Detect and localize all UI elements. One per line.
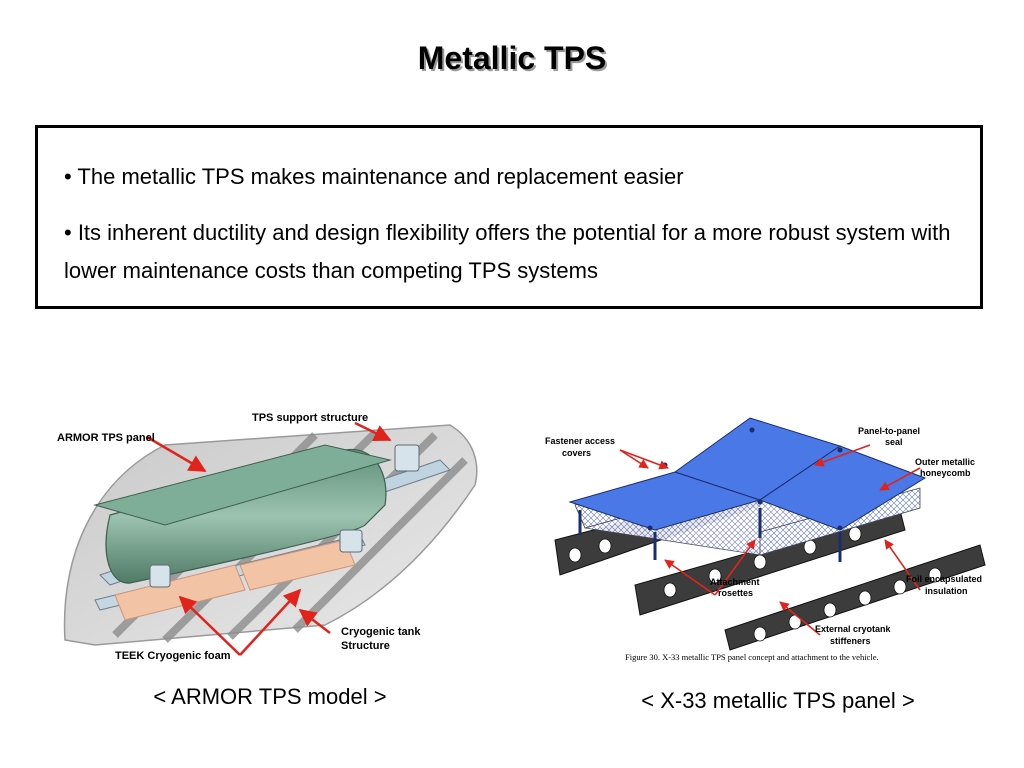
- armor-foam-label: TEEK Cryogenic foam: [115, 650, 231, 662]
- x33-stiffeners-label-line2: stiffeners: [830, 636, 871, 646]
- x33-tps-diagram: Fastener access covers Panel-to-panel se…: [545, 417, 986, 662]
- armor-caption: < ARMOR TPS model >: [153, 684, 387, 709]
- bullet-item: • The metallic TPS makes maintenance and…: [64, 164, 684, 189]
- bullet-box: • The metallic TPS makes maintenance and…: [35, 125, 983, 309]
- x33-honeycomb-label-line1: Outer metallic: [915, 457, 975, 467]
- x33-insulation-label-line1: Foil encapsulated: [906, 574, 982, 584]
- x33-insulation-label-line2: insulation: [925, 586, 968, 596]
- x33-rosettes-label-line2: rosettes: [718, 588, 753, 598]
- armor-tps-diagram: ARMOR TPS panel TPS support structure Cr…: [57, 412, 478, 662]
- x33-figure-caption: Figure 30. X-33 metallic TPS panel conce…: [625, 652, 879, 662]
- x33-tps-figure: Fastener access covers Panel-to-panel se…: [540, 410, 1000, 668]
- armor-panel-label: ARMOR TPS panel: [57, 432, 155, 444]
- slide-title: Metallic TPS: [417, 40, 607, 76]
- x33-fastener-label-line2: covers: [562, 448, 591, 458]
- x33-rosettes-label-line1: Attachment: [710, 577, 760, 587]
- armor-tank-label-line2: Structure: [341, 640, 390, 652]
- x33-seal-label-line2: seal: [885, 437, 903, 447]
- x33-stiffeners-label-line1: External cryotank: [815, 624, 892, 634]
- x33-caption: < X-33 metallic TPS panel >: [641, 688, 915, 713]
- bullet-item: • Its inherent ductility and design flex…: [64, 220, 951, 283]
- armor-tank-label-line1: Cryogenic tank: [341, 626, 421, 638]
- armor-support-label: TPS support structure: [252, 412, 368, 424]
- x33-fastener-label-line1: Fastener access: [545, 436, 615, 446]
- x33-seal-label-line1: Panel-to-panel: [858, 426, 920, 436]
- x33-honeycomb-label-line2: honeycomb: [920, 468, 971, 478]
- armor-tps-figure: ARMOR TPS panel TPS support structure Cr…: [55, 405, 480, 665]
